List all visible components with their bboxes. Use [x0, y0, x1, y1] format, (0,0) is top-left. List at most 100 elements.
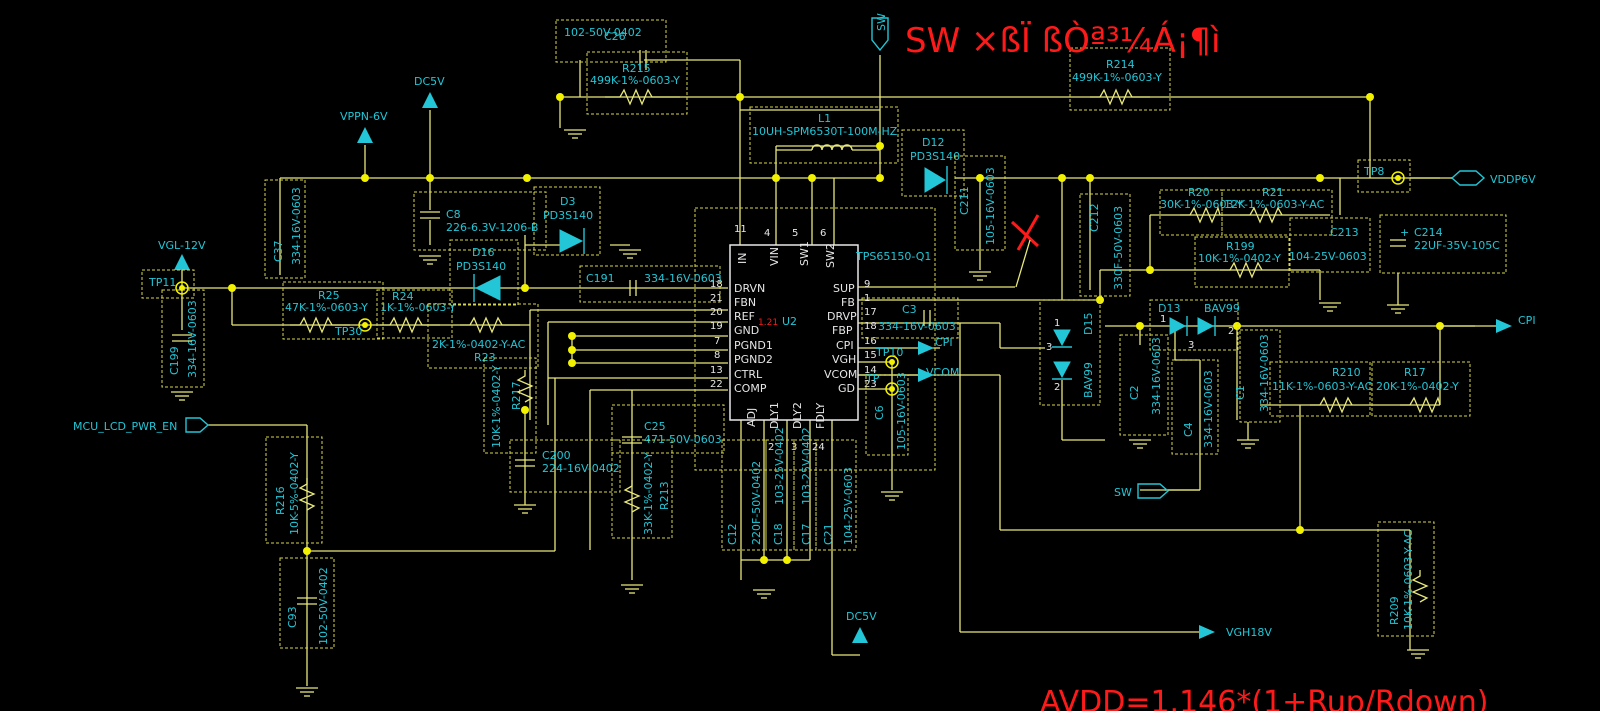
net-vgl[interactable]: VGL-12V [158, 239, 206, 270]
d3-value: PD3S140 [543, 209, 593, 222]
resistor-r213[interactable]: 33K-1%-0402-Y R213 [611, 439, 673, 539]
c4-ref: C4 [1182, 422, 1195, 437]
net-sw-top[interactable]: SW [871, 13, 889, 52]
capacitor-c4[interactable]: C4 334-16V-0603 [1171, 359, 1219, 455]
c1-ref: C1 [1234, 385, 1247, 400]
capacitor-c211[interactable]: C211 105-16V-0603 [954, 155, 1006, 251]
net-dc5v-top[interactable]: DC5V [414, 75, 445, 108]
ic-u2[interactable]: TPS65150-Q1 U2 1.21 DRVN 18 FBN 21 REF 2… [694, 207, 936, 471]
c211-ref: C211 [958, 186, 971, 215]
ic-pinnum-drvn: 18 [710, 279, 723, 290]
net-vddp[interactable]: VDDP6V [1450, 170, 1536, 186]
capacitor-c3[interactable]: C3 334-16V-0603 [861, 297, 959, 339]
ground-symbol [1128, 439, 1152, 449]
resistor-r199[interactable]: R199 10K-1%-0402-Y [1194, 236, 1290, 288]
c12-ref: C12 [726, 523, 739, 545]
resistor-r21[interactable]: R21 12K-1%-0603-Y-AC [1221, 186, 1333, 236]
diode-d3[interactable]: D3 PD3S140 [533, 186, 601, 256]
r216-ref: R216 [274, 486, 287, 515]
resistor-r216[interactable]: R216 10K-5%-0402-Y [265, 436, 323, 544]
capacitor-c93[interactable]: C93 102-50V-0402 [279, 557, 335, 649]
c191-value: 334-16V-0603 [644, 272, 722, 285]
net-vcom[interactable]: VCOM [918, 366, 959, 382]
dc5v-bottom-label: DC5V [846, 610, 877, 623]
capacitor-c1[interactable]: C1 334-16V-0603 [1234, 329, 1281, 423]
d15-pin2: 2 [1054, 382, 1060, 393]
testpoint-tp11[interactable]: TP11 [141, 269, 195, 299]
capacitor-c21[interactable]: C21 104-25V-0603 [815, 439, 857, 551]
net-mcu-enable[interactable]: MCU_LCD_PWR_EN [73, 417, 210, 433]
c2-value: 334-16V-0603 [1150, 337, 1163, 415]
vgl-label: VGL-12V [158, 239, 206, 252]
ic-pinnum-drvp: 17 [864, 307, 877, 318]
r21-ref: R21 [1262, 186, 1284, 199]
d15-value: BAV99 [1082, 362, 1095, 398]
capacitor-c2[interactable]: C2 334-16V-0603 [1119, 334, 1169, 436]
c3-ref: C3 [902, 303, 917, 316]
testpoint-tp8[interactable]: TP8 [1357, 159, 1411, 193]
c17-value: 103-25V-0402 [800, 427, 813, 505]
diode-d15[interactable]: D15 BAV99 1 3 2 [1039, 299, 1101, 406]
capacitor-c25[interactable]: C25 471-50V-0603 [611, 404, 725, 454]
net-vppn[interactable]: VPPN-6V [340, 110, 388, 143]
resistor-r215[interactable]: R215 499K-1%-0603-Y [586, 51, 688, 115]
d12-value: PD3S140 [910, 150, 960, 163]
resistor-r214[interactable]: R214 499K-1%-0603-Y [1069, 47, 1171, 111]
capacitor-c17[interactable]: C17 103-25V-0402 [793, 427, 817, 551]
capacitor-c214[interactable]: C214 22UF-35V-105C + [1379, 214, 1507, 274]
capacitor-c37[interactable]: C37 334-16V-0603 [264, 179, 306, 279]
capacitor-c212[interactable]: C212 330F-50V-0603 [1079, 193, 1131, 297]
capacitor-c199[interactable]: C199 334-16V-0603 [161, 289, 205, 388]
net-sw-bottom[interactable]: SW [1114, 483, 1170, 499]
resistor-r210[interactable]: R210 11K-1%-0603-Y-AC [1269, 361, 1373, 417]
capacitor-c191[interactable]: C191 334-16V-0603 [579, 265, 722, 303]
diode-d16[interactable]: D16 PD3S140 [449, 239, 519, 306]
ic-pinnum-cpi: 16 [864, 336, 877, 347]
resistor-r23[interactable]: 2K-1%-0402-Y-AC R23 [427, 303, 539, 369]
capacitor-c200[interactable]: C200 224-16V-0402 [509, 439, 621, 493]
r215-ref: R215 [622, 62, 651, 75]
c6-ref: C6 [873, 405, 886, 420]
r209-value: 10K-1%-0603-Y-AC [1402, 529, 1415, 630]
ic-pin-comp: COMP [734, 382, 767, 395]
testpoint-tp30[interactable]: TP30 [334, 318, 372, 338]
capacitor-c26[interactable]: 102-50V-0402 C26 [555, 19, 667, 70]
d15-pin1: 1 [1054, 318, 1060, 329]
ic-pin-sup: SUP [833, 282, 855, 295]
inductor-l1[interactable]: L1 10UH-SPM6530T-100M-HZ [749, 106, 899, 164]
diode-d12[interactable]: D12 PD3S140 [901, 129, 965, 197]
resistor-r209[interactable]: R209 10K-1%-0603-Y-AC [1377, 521, 1435, 637]
testpoint-tp10[interactable]: TP10 [875, 346, 903, 369]
r213-ref: R213 [658, 481, 671, 510]
diode-d13[interactable]: D13 BAV99 1 3 2 [1149, 299, 1240, 351]
net-vgh18[interactable]: VGH18V [1199, 625, 1272, 639]
ic-pinnum-fbn: 21 [710, 293, 723, 304]
ic-pinnum-vcom: 14 [864, 365, 877, 376]
c214-ref: C214 [1414, 226, 1443, 239]
r213-value: 33K-1%-0402-Y [642, 452, 655, 535]
c25-ref: C25 [644, 420, 666, 433]
r217-value: 10K-1%-0402-Y [490, 365, 503, 448]
net-dc5v-bottom[interactable]: DC5V [846, 610, 877, 643]
capacitor-c8[interactable]: C8 226-6.3V-1206-B [413, 191, 547, 251]
resistor-r25[interactable]: R25 47K-1%-0603-Y [282, 281, 384, 340]
ground-symbol [1386, 304, 1410, 314]
c17-ref: C17 [800, 523, 813, 545]
net-cpi-ic[interactable]: CPI [918, 336, 953, 355]
capacitor-c6[interactable]: C6 105-16V-0603 [865, 372, 909, 456]
ic-pinnum-sw1: 5 [792, 228, 798, 239]
red-x-mark [1010, 214, 1040, 251]
resistor-r17[interactable]: R17 20K-1%-0402-Y [1371, 361, 1471, 417]
resistor-r217[interactable]: 10K-1%-0402-Y R217 [483, 357, 537, 454]
resistor-r24[interactable]: R24 1K-1%-0603-Y [376, 289, 456, 339]
capacitor-c18[interactable]: C18 103-25V-0402 [765, 427, 795, 551]
resistor-r20[interactable]: R20 30K-1%-0603-Y [1159, 186, 1243, 236]
r17-ref: R17 [1404, 366, 1426, 379]
ground-symbol [295, 687, 319, 697]
ic-pinnum-vgh: 15 [864, 350, 877, 361]
capacitor-c12[interactable]: C12 220F-50V-0402 [721, 439, 767, 551]
r20-ref: R20 [1188, 186, 1210, 199]
c25-value: 471-50V-0603 [644, 433, 722, 446]
net-cpi-out[interactable]: CPI [1496, 314, 1536, 333]
capacitor-c213[interactable]: C213 104-25V-0603 [1289, 217, 1371, 273]
